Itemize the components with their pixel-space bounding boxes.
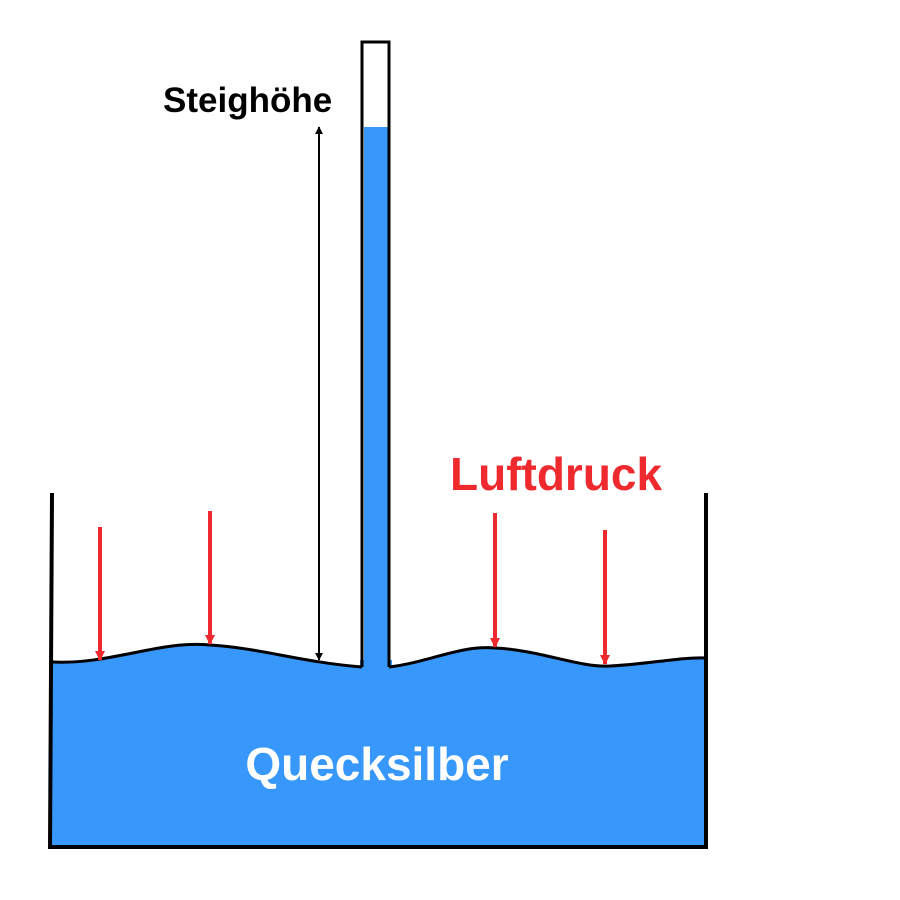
glass-tube (360, 40, 391, 667)
mercury-basin-fill-right (389, 647, 706, 846)
pressure-label: Luftdruck (450, 448, 663, 500)
liquid-label: Quecksilber (245, 738, 508, 790)
mercury-surface-right (388, 646, 707, 669)
mercury-tube-base (360, 660, 392, 846)
mercury-column (364, 127, 388, 672)
mercury-basin-fill (52, 644, 362, 846)
basin-outline (47, 492, 708, 849)
height-label: Steighöhe (163, 81, 332, 120)
